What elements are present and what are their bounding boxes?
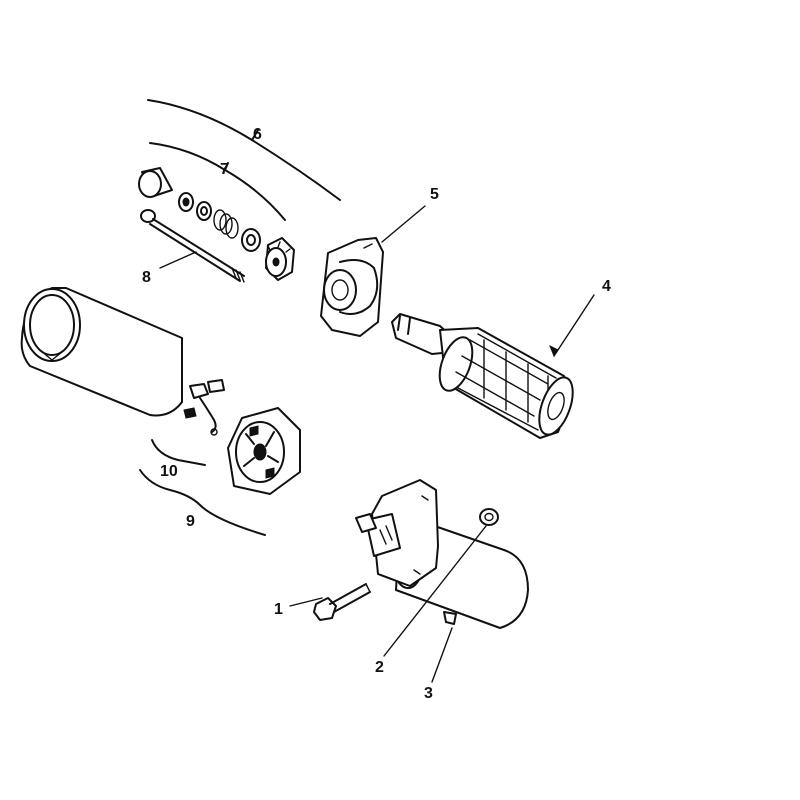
drive-sleeve xyxy=(138,167,173,198)
drive-washer-a xyxy=(178,192,194,212)
armature xyxy=(391,313,574,439)
callout-6: 6 xyxy=(253,126,262,143)
leader-1 xyxy=(289,597,323,607)
leader-4 xyxy=(549,294,595,358)
bracket-group-6 xyxy=(147,99,341,201)
callout-5: 5 xyxy=(430,186,439,203)
callout-2: 2 xyxy=(375,659,384,676)
leader-2 xyxy=(383,525,487,657)
field-frame-housing xyxy=(20,287,183,417)
flat-washer-2 xyxy=(479,508,499,526)
bracket-group-7 xyxy=(149,142,286,221)
leader-8 xyxy=(159,251,197,269)
leader-3 xyxy=(431,627,453,683)
callout-3: 3 xyxy=(424,685,433,702)
pinion-gear xyxy=(265,237,295,281)
leader-5 xyxy=(381,205,426,243)
mounting-bolt-1 xyxy=(313,583,371,621)
callout-1: 1 xyxy=(274,601,283,618)
drive-washer-b xyxy=(196,201,212,221)
assembled-starter-motor xyxy=(355,479,529,629)
bracket-group-9 xyxy=(139,469,266,536)
callout-9: 9 xyxy=(186,513,195,530)
end-cap-housing xyxy=(320,237,384,337)
brush-set xyxy=(183,379,225,436)
callout-7: 7 xyxy=(220,161,229,178)
drive-collar xyxy=(241,228,261,252)
callout-4: 4 xyxy=(602,278,611,295)
drive-spring xyxy=(213,209,239,239)
brush-end-plate xyxy=(227,407,301,495)
callout-8: 8 xyxy=(142,269,151,286)
bracket-group-10 xyxy=(151,439,206,466)
callout-10: 10 xyxy=(160,463,178,480)
